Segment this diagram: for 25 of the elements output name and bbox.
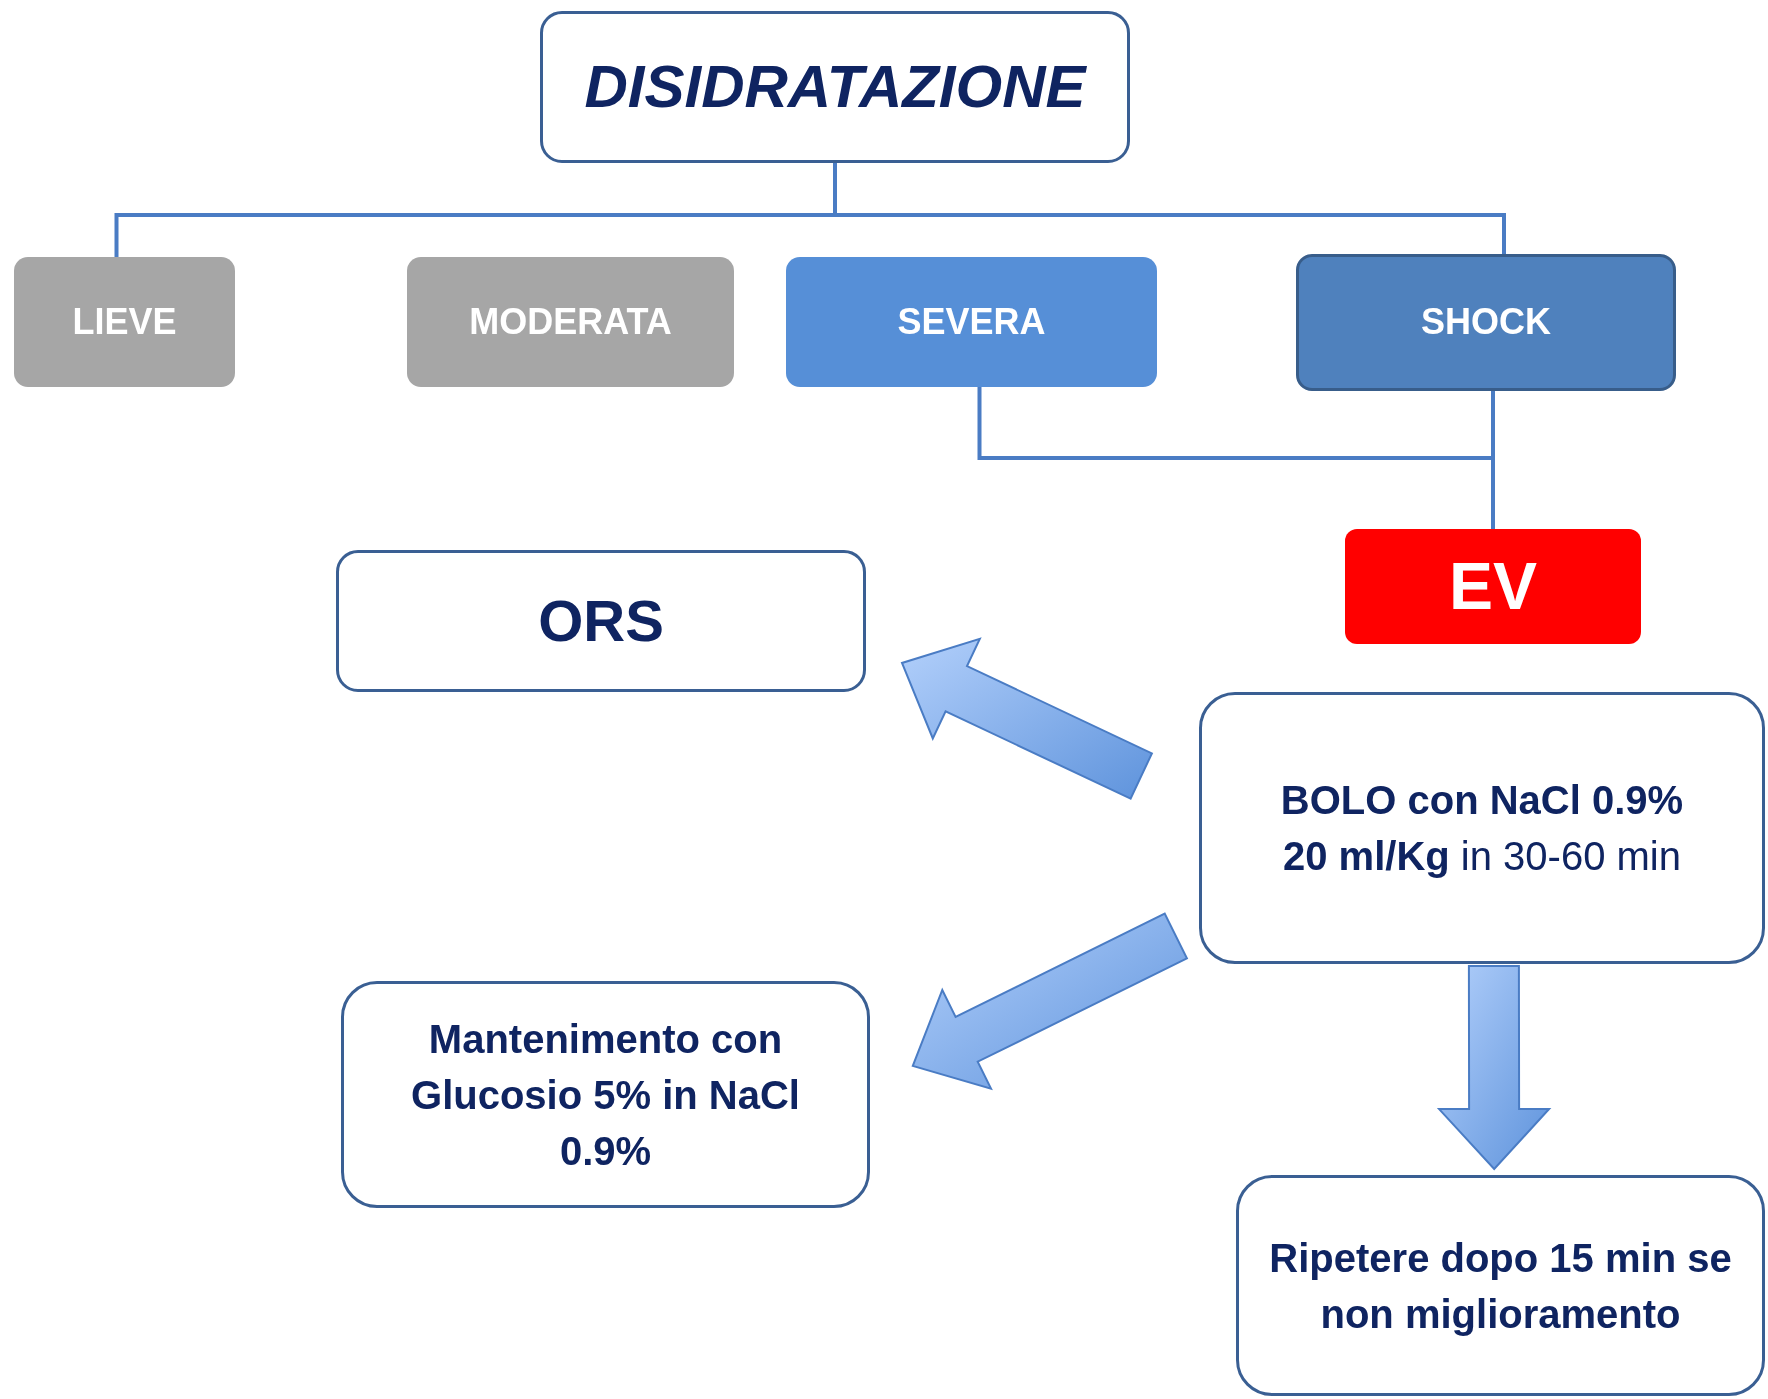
category-box <box>786 257 1157 387</box>
node-text: SHOCK <box>1421 300 1551 345</box>
title-box <box>540 11 1130 163</box>
node-text: BOLO con NaCl 0.9% <box>1280 777 1684 824</box>
process-box <box>1199 692 1765 964</box>
route-box <box>1345 529 1641 644</box>
category-box <box>14 257 235 387</box>
block-arrow <box>1436 964 1552 1171</box>
node-text: ORS <box>538 587 664 656</box>
node-text: SEVERA <box>897 299 1046 344</box>
process-box <box>1236 1175 1765 1396</box>
node-text: 20 ml/Kg in 30-60 min <box>1283 833 1681 880</box>
connector-line <box>1491 391 1495 529</box>
node-text: EV <box>1448 548 1537 626</box>
node-text: MODERATA <box>469 299 672 344</box>
category-box <box>407 257 734 387</box>
node-text: LIEVE <box>72 299 177 344</box>
node-text: Mantenimento con Glucosio 5% in NaCl 0.9% <box>410 1015 801 1175</box>
treatment-box <box>336 550 866 692</box>
block-arrow <box>900 637 1154 801</box>
node-text: DISIDRATAZIONE <box>584 52 1086 122</box>
block-arrow <box>911 912 1189 1091</box>
category-box <box>1296 254 1676 391</box>
process-box <box>341 981 870 1208</box>
node-text: Ripetere dopo 15 min se non miglioramento <box>1268 1234 1733 1338</box>
